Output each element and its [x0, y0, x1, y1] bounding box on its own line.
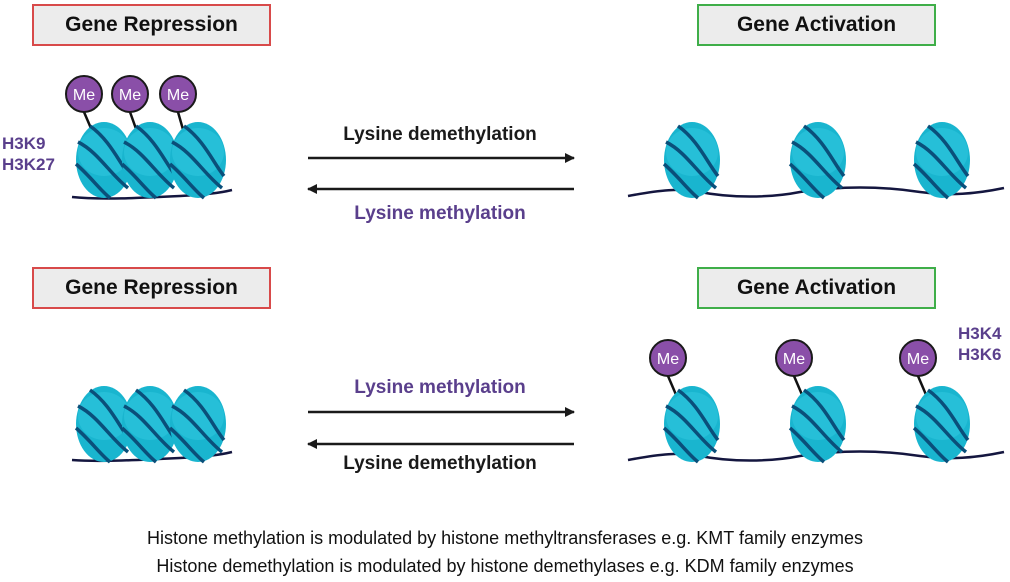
bottom-gene-activation-label: Gene Activation	[697, 267, 936, 309]
top-histone-marks: H3K9 H3K27	[2, 133, 55, 175]
nucleosome	[168, 384, 228, 464]
nucleosome	[168, 120, 228, 200]
caption-line-2: Histone demethylation is modulated by hi…	[156, 556, 854, 576]
mark-h3k6: H3K6	[958, 345, 1002, 364]
svg-text:Me: Me	[657, 351, 679, 368]
nucleosome	[788, 384, 848, 464]
nucleosome	[912, 120, 972, 200]
bottom-forward-arrow-label: Lysine methylation	[354, 377, 526, 398]
bottom-gene-repression-label: Gene Repression	[32, 267, 271, 309]
nucleosome	[662, 384, 722, 464]
svg-text:Me: Me	[907, 351, 929, 368]
nucleosome	[120, 120, 180, 200]
bottom-histone-marks: H3K4 H3K6	[958, 323, 1001, 365]
methyl-tag-4: Me	[649, 339, 687, 405]
nucleosome	[788, 120, 848, 200]
top-left-chromatin: Me Me Me	[65, 75, 233, 200]
nucleosome	[120, 384, 180, 464]
caption-line-1: Histone methylation is modulated by hist…	[147, 528, 863, 548]
nucleosome	[662, 120, 722, 200]
mark-h3k27: H3K27	[2, 155, 55, 174]
bottom-right-chromatin: Me Me Me	[627, 339, 1005, 464]
mark-h3k4: H3K4	[958, 324, 1002, 343]
mark-h3k9: H3K9	[2, 134, 46, 153]
top-gene-repression-label: Gene Repression	[32, 4, 271, 46]
top-reverse-arrow-label: Lysine methylation	[354, 203, 526, 224]
top-forward-arrow-label: Lysine demethylation	[343, 124, 537, 145]
top-gene-activation-label: Gene Activation	[697, 4, 936, 46]
bottom-reverse-arrow-label: Lysine demethylation	[343, 453, 537, 474]
svg-text:Me: Me	[73, 87, 95, 104]
svg-text:Me: Me	[783, 351, 805, 368]
methyl-tag-3: Me	[159, 75, 197, 141]
svg-text:Me: Me	[167, 87, 189, 104]
bottom-left-chromatin	[71, 384, 233, 464]
methyl-tag-6: Me	[899, 339, 937, 405]
methyl-tag-2: Me	[111, 75, 149, 141]
svg-text:Me: Me	[119, 87, 141, 104]
top-right-chromatin	[627, 120, 1005, 200]
nucleosome	[912, 384, 972, 464]
